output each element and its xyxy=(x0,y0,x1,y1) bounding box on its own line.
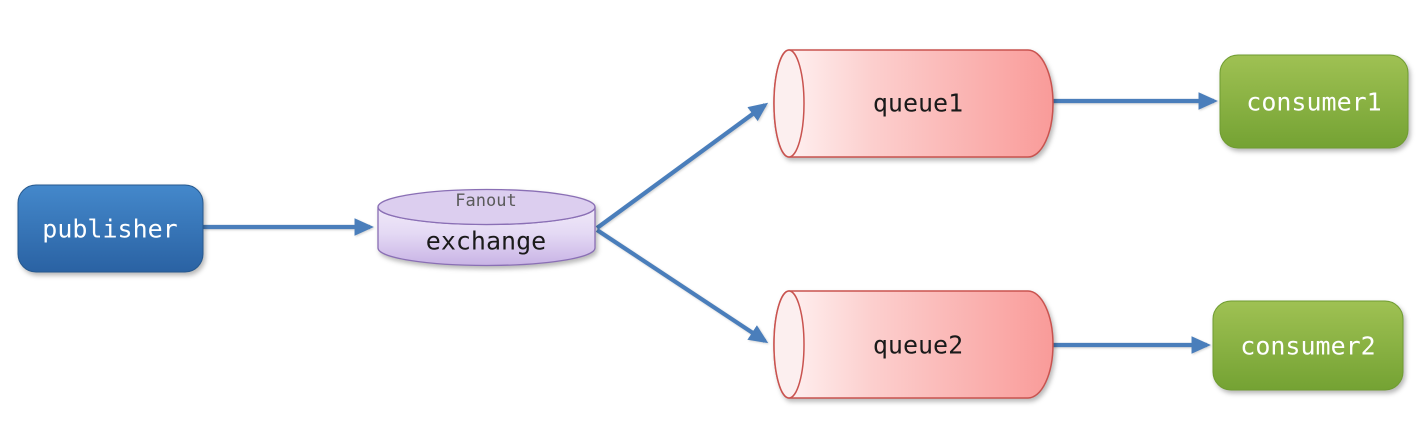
node-queue1: queue1 xyxy=(773,49,1054,158)
node-queue2: queue2 xyxy=(773,290,1054,399)
queue1-label: queue1 xyxy=(873,89,963,118)
edge-exchange-queue2 xyxy=(595,228,769,344)
consumer2-shape xyxy=(1212,300,1404,391)
consumer1-label: consumer1 xyxy=(1246,88,1381,117)
exchange-label: exchange xyxy=(426,227,546,256)
consumer2-label: consumer2 xyxy=(1240,332,1375,361)
consumer1-shape xyxy=(1219,54,1409,149)
node-consumer2: consumer2 xyxy=(1212,300,1404,391)
node-consumer1: consumer1 xyxy=(1219,54,1409,149)
publisher-label: publisher xyxy=(42,215,177,244)
queue1-cap-ellipse xyxy=(773,49,805,158)
queue2-label: queue2 xyxy=(873,331,963,360)
node-exchange: Fanout exchange xyxy=(377,188,596,267)
edge-group xyxy=(203,92,1218,354)
exchange-top-ellipse xyxy=(377,188,596,226)
exchange-sublabel: Fanout xyxy=(455,191,516,211)
queue2-cap-ellipse xyxy=(773,290,805,399)
node-publisher: publisher xyxy=(17,184,204,273)
publisher-shape xyxy=(17,184,204,273)
edge-exchange-queue1 xyxy=(595,102,769,230)
